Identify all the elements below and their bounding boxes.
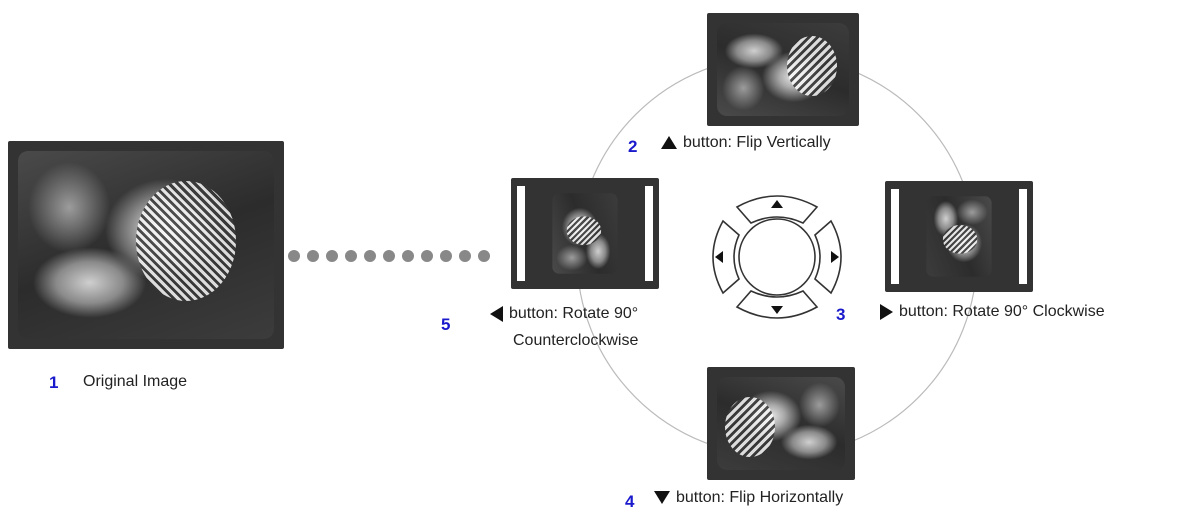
flipped-vertical-image bbox=[707, 13, 859, 126]
step-number-4: 4 bbox=[625, 492, 635, 511]
original-image bbox=[8, 141, 284, 349]
step-number-2: 2 bbox=[628, 137, 638, 156]
dpad-icon bbox=[712, 195, 842, 319]
flip-horizontally-label: button: Flip Horizontally bbox=[654, 488, 843, 508]
step-number-3: 3 bbox=[836, 305, 846, 324]
dotted-connector bbox=[288, 250, 508, 264]
rotate-ccw-label-line2: Counterclockwise bbox=[513, 332, 639, 349]
rotate-cw-label: button: Rotate 90° Clockwise bbox=[880, 302, 1105, 322]
original-image-label: Original Image bbox=[83, 373, 188, 390]
step-number-1: 1 bbox=[49, 373, 59, 392]
up-triangle-icon bbox=[661, 136, 677, 150]
rotate-ccw-label-line1: button: Rotate 90° bbox=[490, 304, 638, 324]
flip-vertically-label: button: Flip Vertically bbox=[661, 133, 831, 153]
rotated-ccw-image bbox=[511, 178, 659, 289]
flipped-horizontal-image bbox=[707, 367, 855, 480]
down-triangle-icon bbox=[654, 491, 670, 505]
left-triangle-icon bbox=[490, 305, 503, 322]
rotated-cw-image bbox=[885, 181, 1033, 292]
right-triangle-icon bbox=[880, 303, 893, 320]
step-number-5: 5 bbox=[441, 315, 451, 334]
